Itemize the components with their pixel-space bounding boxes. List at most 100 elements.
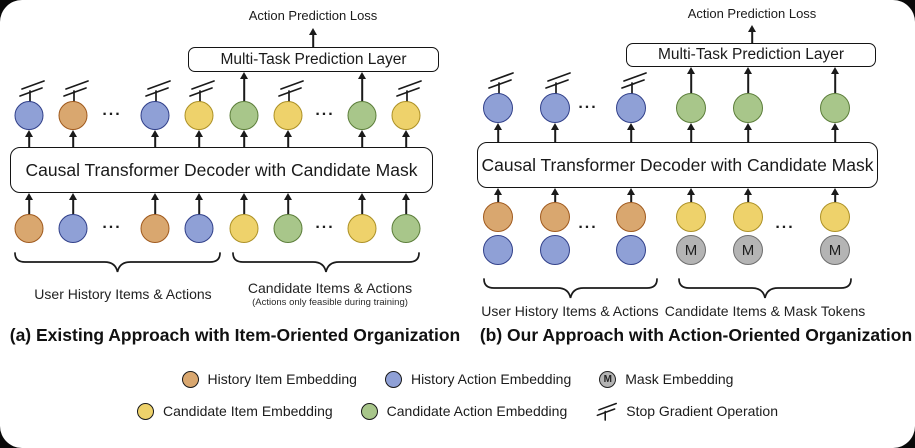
mask-swatch: M — [599, 370, 617, 388]
blue-embedding-circle — [540, 93, 570, 123]
green-embedding-circle — [347, 100, 377, 130]
brace — [678, 278, 852, 299]
up-arrow — [239, 193, 249, 214]
panel-our-approach: Action Prediction Loss Multi-Task Predic… — [458, 0, 915, 360]
decoder-label: Causal Transformer Decoder with Candidat… — [25, 159, 418, 180]
legend-label: Candidate Item Embedding — [162, 403, 333, 419]
up-arrow — [68, 193, 78, 214]
up-arrow — [550, 123, 560, 142]
ellipsis: ... — [102, 215, 122, 233]
legend-item: History Item Embedding — [181, 370, 357, 388]
prediction-layer-label: Multi-Task Prediction Layer — [657, 46, 845, 63]
prediction-layer-box: Multi-Task Prediction Layer — [188, 47, 439, 72]
panel-caption: (b) Our Approach with Action-Oriented Or… — [479, 325, 913, 345]
legend-item: Stop Gradient Operation — [595, 401, 778, 421]
stop-gradient-icon — [596, 402, 618, 421]
orange-swatch — [181, 370, 199, 388]
loss-arrow — [747, 25, 757, 43]
prediction-layer-box: Multi-Task Prediction Layer — [626, 43, 876, 67]
loss-label: Action Prediction Loss — [687, 6, 817, 21]
orange-embedding-circle — [58, 100, 88, 130]
legend-label: Candidate Action Embedding — [386, 403, 568, 419]
up-arrow — [150, 193, 160, 214]
stop-gradient-icon — [145, 79, 171, 102]
green-embedding-circle — [229, 100, 259, 130]
up-arrow — [357, 130, 367, 148]
panel-caption: (a) Existing Approach with Item-Oriented… — [9, 325, 461, 345]
up-arrow — [626, 188, 636, 202]
group-label-candidate: Candidate Items & Mask Tokens — [664, 303, 866, 319]
group-sublabel-candidate: (Actions only feasible during training) — [252, 297, 408, 308]
ellipsis: ... — [102, 102, 122, 120]
stop-gradient-icon — [488, 72, 514, 94]
stop-gradient-icon — [278, 79, 304, 102]
ellipsis: ... — [578, 95, 598, 113]
decoder-box: Causal Transformer Decoder with Candidat… — [477, 142, 878, 188]
up-arrow — [830, 123, 840, 142]
up-arrow — [493, 188, 503, 202]
yellow-embedding-circle — [676, 202, 706, 232]
yellow-embedding-circle — [391, 100, 421, 130]
legend-label: Mask Embedding — [625, 371, 734, 387]
ellipsis: ... — [578, 215, 598, 233]
up-arrow — [239, 130, 249, 148]
stop-gradient-icon — [545, 72, 571, 94]
blue-embedding-circle — [616, 93, 646, 123]
decoder-label: Causal Transformer Decoder with Candidat… — [481, 154, 874, 175]
up-arrow — [150, 130, 160, 148]
up-arrow — [493, 123, 503, 142]
green-embedding-circle — [676, 93, 706, 123]
blue-embedding-circle — [58, 213, 88, 243]
yellow-embedding-circle — [347, 213, 377, 243]
stop-gradient-icon — [396, 79, 422, 102]
group-label-history: User History Items & Actions — [34, 286, 212, 302]
up-arrow — [283, 130, 293, 148]
output-embedding-row: ... — [458, 67, 915, 142]
legend-label: Stop Gradient Operation — [626, 403, 778, 419]
up-arrow — [357, 193, 367, 214]
output-embedding-row: ...... — [0, 72, 458, 147]
ellipsis: ... — [315, 102, 335, 120]
up-arrow — [743, 188, 753, 202]
brace — [483, 278, 658, 299]
orange-embedding-circle — [616, 202, 646, 232]
orange-embedding-circle — [140, 213, 170, 243]
stop-gradient-icon — [621, 72, 647, 94]
orange-embedding-circle — [540, 202, 570, 232]
legend-row: History Item Embedding History Action Emb… — [181, 368, 734, 390]
yellow-embedding-circle — [184, 100, 214, 130]
brace — [232, 252, 420, 273]
legend-row: Candidate Item Embedding Candidate Action… — [136, 400, 778, 422]
group-label-history: User History Items & Actions — [481, 303, 659, 319]
green-embedding-circle — [820, 93, 850, 123]
up-arrow — [550, 188, 560, 202]
stop-gradient-icon — [63, 79, 89, 102]
mask-embedding-circle: M — [676, 235, 706, 265]
up-arrow — [401, 193, 411, 214]
legend-item: Candidate Item Embedding — [136, 402, 333, 420]
legend-item: History Action Embedding — [384, 370, 571, 388]
up-arrow — [626, 123, 636, 142]
blue-embedding-circle — [140, 100, 170, 130]
blue-embedding-circle — [483, 235, 513, 265]
yellow-embedding-circle — [820, 202, 850, 232]
decoder-box: Causal Transformer Decoder with Candidat… — [10, 147, 433, 193]
up-arrow — [401, 130, 411, 148]
up-arrow — [743, 123, 753, 142]
legend-item: Candidate Action Embedding — [360, 402, 568, 420]
blue-embedding-circle — [540, 235, 570, 265]
brace — [14, 252, 221, 273]
up-arrow — [686, 67, 696, 93]
loss-label: Action Prediction Loss — [248, 8, 378, 23]
mask-embedding-circle: M — [733, 235, 763, 265]
prediction-layer-label: Multi-Task Prediction Layer — [220, 50, 407, 68]
ellipsis: ... — [775, 215, 795, 233]
yellow-embedding-circle — [273, 100, 303, 130]
yellow-embedding-circle — [229, 213, 259, 243]
up-arrow — [686, 188, 696, 202]
legend-label: History Item Embedding — [207, 371, 357, 387]
blue-embedding-circle — [616, 235, 646, 265]
up-arrow — [283, 193, 293, 214]
up-arrow — [239, 72, 249, 101]
